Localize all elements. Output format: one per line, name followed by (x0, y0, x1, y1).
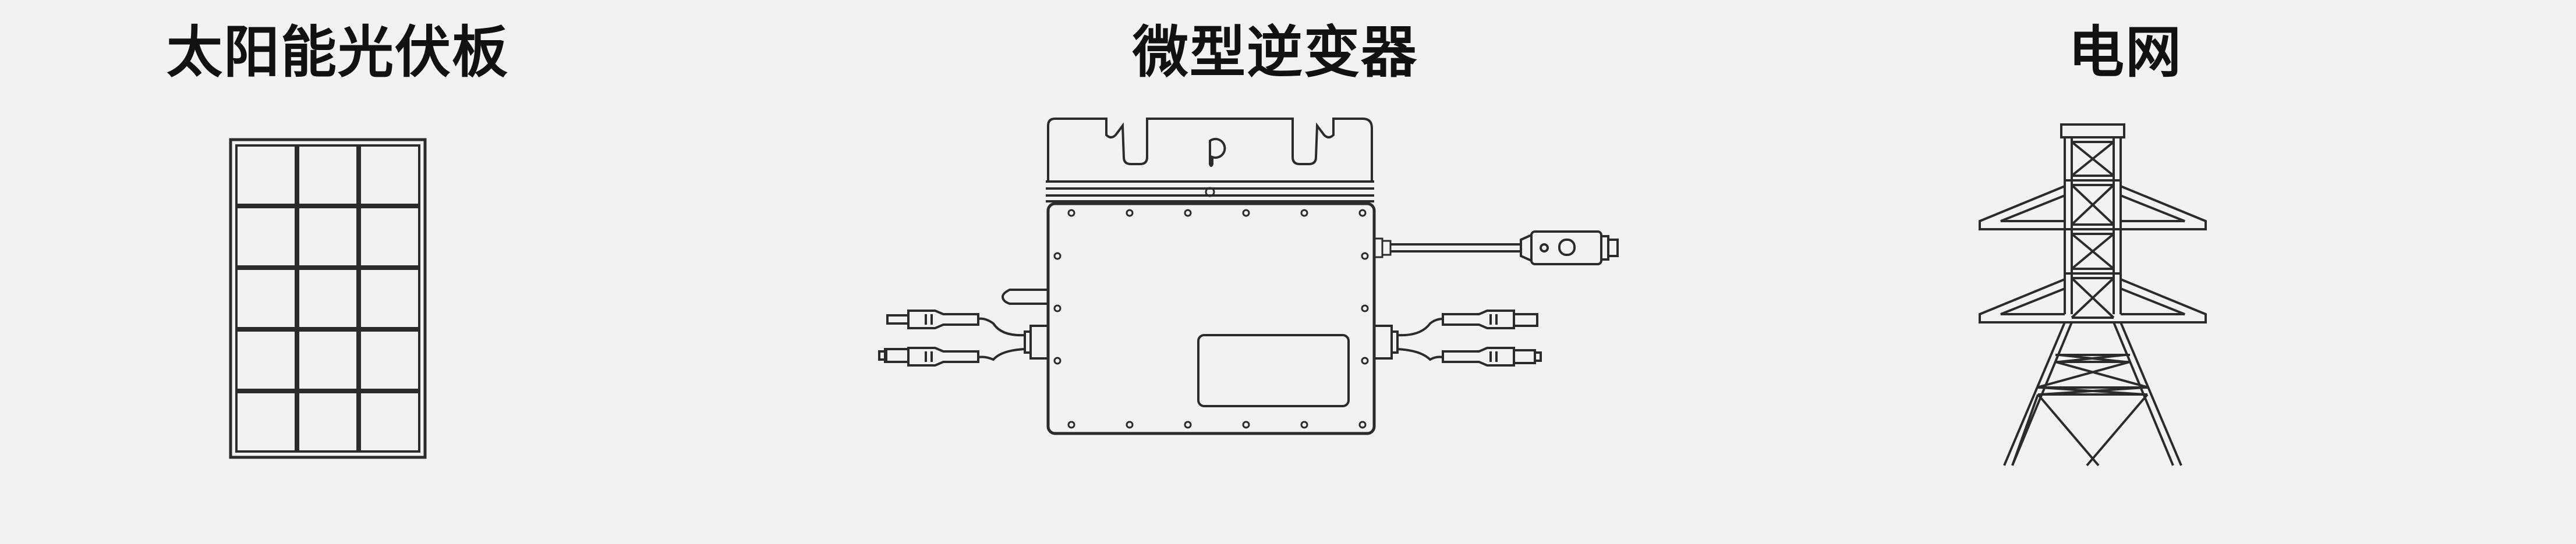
screw (1126, 421, 1134, 429)
screw (1300, 421, 1308, 429)
solar-cell (297, 268, 359, 329)
solar-cell (235, 268, 297, 329)
solar-cell (235, 144, 297, 206)
micro-inverter-title: 微型逆变器 (1133, 20, 1418, 85)
screw (1361, 304, 1369, 312)
solar-cell (359, 329, 420, 391)
micro-inverter-illustration (878, 118, 1619, 435)
solar-cell (235, 391, 297, 453)
solar-cell (297, 329, 359, 391)
transmission-tower-icon (1979, 123, 2207, 467)
solar-cell (235, 206, 297, 268)
antenna-stub (1001, 289, 1048, 305)
ac-output-cable (1373, 230, 1619, 265)
screw (1184, 421, 1192, 429)
solar-cell (359, 268, 420, 329)
solar-cell (359, 144, 420, 206)
screw (1053, 252, 1061, 260)
label-plate (1197, 334, 1350, 407)
screw (1053, 304, 1061, 312)
inverter-body (1046, 202, 1376, 435)
screw (1361, 252, 1369, 260)
solar-panel-title: 太阳能光伏板 (167, 20, 509, 85)
solar-cell (235, 329, 297, 391)
solar-cell (297, 144, 359, 206)
keyhole-icon (1209, 137, 1226, 167)
screw (1361, 357, 1369, 365)
screw (1126, 209, 1134, 217)
screw (1242, 209, 1250, 217)
power-grid-title: 电网 (2068, 20, 2182, 85)
screw (1358, 421, 1367, 429)
screw (1300, 209, 1308, 217)
mounting-bracket (1047, 118, 1373, 180)
screw (1358, 209, 1367, 217)
solar-cell (297, 206, 359, 268)
dc-input-cables-left (878, 310, 1049, 367)
screw (1242, 421, 1250, 429)
dc-input-cables-right (1373, 310, 1542, 367)
screw (1067, 421, 1075, 429)
solar-cell (359, 206, 420, 268)
screw (1184, 209, 1192, 217)
solar-cell (297, 391, 359, 453)
screw (1067, 209, 1075, 217)
screw (1053, 357, 1061, 365)
solar-cell (359, 391, 420, 453)
solar-panel-illustration (229, 138, 427, 459)
